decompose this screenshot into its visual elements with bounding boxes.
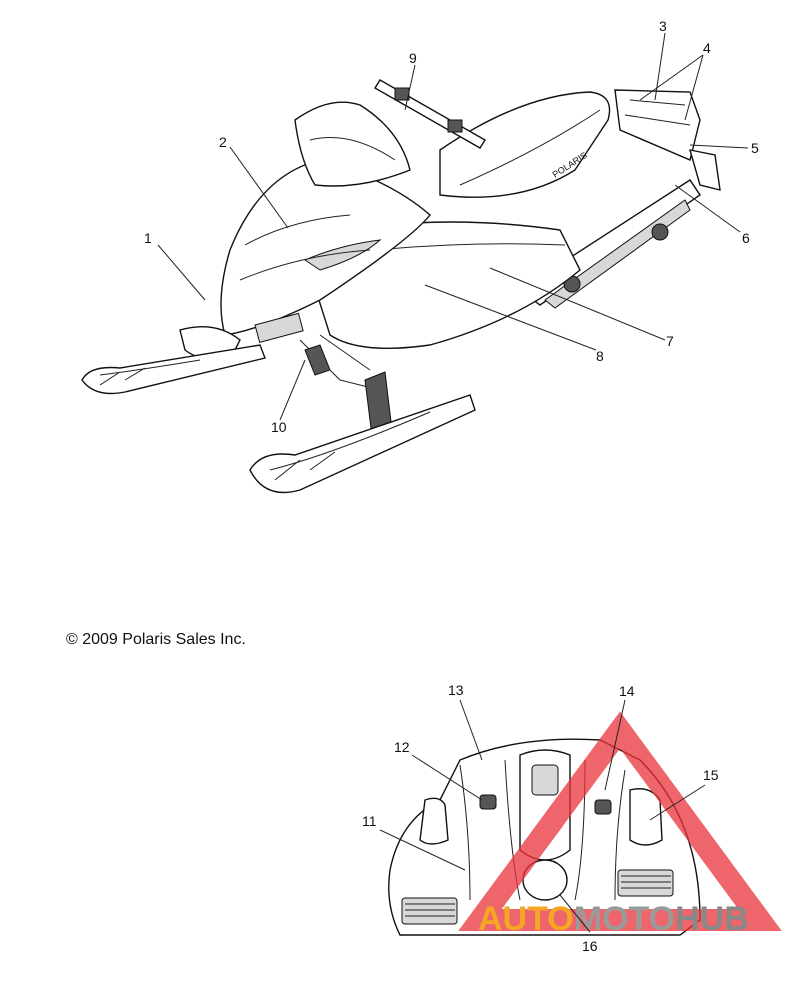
callout-11: 11 (362, 813, 377, 829)
watermark-auto: AUTO (478, 900, 574, 938)
leader-lines-lower (379, 699, 706, 933)
callout-12: 12 (394, 739, 410, 755)
callout-1: 1 (144, 230, 152, 246)
snowmobile-drawing: POLARIS (81, 79, 721, 494)
copyright-notice: © 2009 Polaris Sales Inc. (66, 631, 246, 648)
callout-15: 15 (703, 767, 719, 783)
watermark-logo: AUTOMOTOHUB (458, 711, 782, 938)
callout-5: 5 (751, 140, 759, 156)
callout-4: 4 (703, 40, 711, 56)
watermark-hub: HUB (675, 900, 749, 938)
callout-10: 10 (271, 419, 287, 435)
leader-lines-upper (157, 32, 749, 421)
callout-8: 8 (596, 348, 604, 364)
watermark-moto: MOTO (574, 900, 675, 938)
callout-9: 9 (409, 50, 417, 66)
callout-13: 13 (448, 682, 464, 698)
callout-14: 14 (619, 683, 635, 699)
callout-16: 16 (582, 938, 598, 954)
svg-text:AUTOMOTOHUB: AUTOMOTOHUB (478, 900, 749, 938)
callout-6: 6 (742, 230, 750, 246)
callout-7: 7 (666, 333, 674, 349)
callout-3: 3 (659, 18, 667, 34)
callout-2: 2 (219, 134, 227, 150)
